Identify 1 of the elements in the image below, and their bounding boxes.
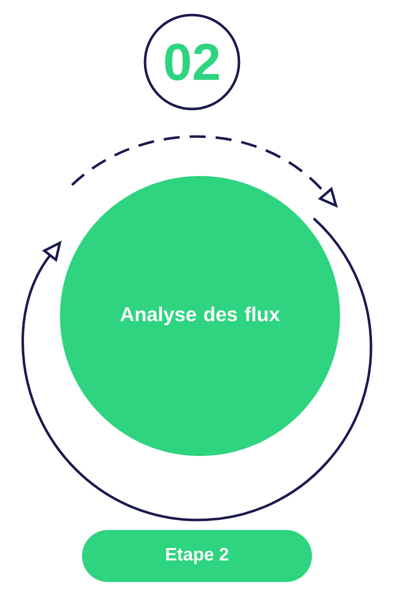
step-button: Etape 2 bbox=[82, 530, 312, 582]
